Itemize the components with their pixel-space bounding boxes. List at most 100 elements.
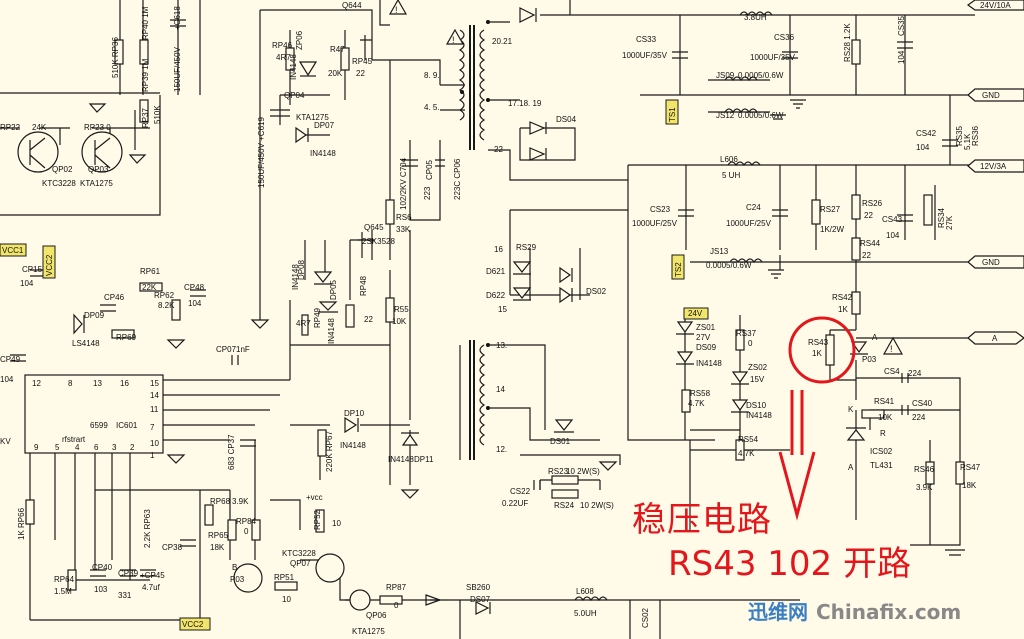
- label-bb: B: [232, 563, 237, 572]
- ic-pin-12: 12: [32, 379, 41, 388]
- label-rs35: RS35: [955, 125, 964, 146]
- label-104c: 104: [886, 231, 900, 240]
- label-10ka: 10K: [392, 317, 407, 326]
- label-rp36: 510K RP36: [111, 37, 120, 78]
- label-rs24: RS24: [554, 501, 575, 510]
- label-ds04: DS04: [556, 115, 577, 124]
- label-in4148a: IN4148: [289, 54, 298, 80]
- label-cs4: CS4: [884, 367, 900, 376]
- label-cf619: 150UF/450V +C619: [257, 117, 266, 188]
- label-103: 103: [94, 585, 108, 594]
- rail-labels: 24V/10A GND 12V/3A GND A: [966, 0, 1024, 345]
- label-n16: 16: [494, 245, 503, 254]
- label-in4148e: IN4148: [696, 359, 722, 368]
- label-qp02: QP02: [52, 165, 73, 174]
- label-15v: 15V: [750, 375, 765, 384]
- flag-ts1: TS1: [668, 107, 677, 122]
- label-22a: 22: [356, 69, 365, 78]
- label-rp49: RP49: [313, 307, 322, 328]
- watermark-cn: 迅维网: [748, 600, 808, 624]
- label-c24: C24: [746, 203, 761, 212]
- ic-pin-16: 16: [120, 379, 129, 388]
- label-ds01: DS01: [550, 437, 571, 446]
- label-p03: P03: [862, 355, 877, 364]
- label-rr: R: [880, 429, 886, 438]
- label-cs33: CS33: [636, 35, 657, 44]
- annotation-title: 稳压电路: [632, 500, 772, 540]
- label-r55: R55: [394, 305, 409, 314]
- rail-a-label: A: [992, 334, 998, 343]
- label-js13v: 0.0005/0.6W: [706, 261, 752, 270]
- label-rs34: RS34: [937, 207, 946, 228]
- rail-24v-label: 24V/10A: [980, 1, 1011, 10]
- label-rp65: RP65: [208, 531, 229, 540]
- ic-pin-5: 5: [55, 443, 60, 452]
- label-r47: R47: [330, 45, 345, 54]
- label-qp07: QP07: [290, 559, 311, 568]
- ic-pin-6: 6: [94, 443, 99, 452]
- label-cp49: CP49: [0, 355, 21, 364]
- label-20k: 20K: [328, 69, 343, 78]
- resistor-symbols: [25, 11, 965, 605]
- label-22ka: 22K: [142, 283, 157, 292]
- ic-pin-8: 8: [68, 379, 73, 388]
- transistor-symbols: [17, 35, 372, 611]
- label-cp05: CP05: [425, 159, 434, 180]
- label-pa: A: [872, 333, 878, 342]
- warning-symbols: ! ! !: [388, 0, 904, 355]
- label-kta1275b: KTA1275: [296, 113, 329, 122]
- label-rs54: RS54: [738, 435, 759, 444]
- label-cp48: CP48: [184, 283, 205, 292]
- label-dp05: DP05: [329, 279, 338, 300]
- ic601: 12 8 13 16 15 14 11 7 10 9 6 5 4 3 2 1 6…: [0, 374, 164, 460]
- label-c24v: 1000UF/25V: [726, 219, 772, 228]
- label-cp40: CP40: [92, 563, 113, 572]
- label-22d: 22: [862, 251, 871, 260]
- label-l608: L608: [576, 587, 594, 596]
- label-n15: 15: [498, 305, 507, 314]
- svg-text:!: !: [890, 344, 893, 354]
- label-104b: 104: [916, 143, 930, 152]
- label-dp10: DP10: [344, 409, 365, 418]
- capacitor-symbols: [10, 19, 958, 577]
- label-51k: 5.1K: [963, 133, 972, 150]
- label-cs36v: 1000UF/35V: [750, 53, 796, 62]
- label-kta1275c: KTA1275: [352, 627, 385, 636]
- ic-name: IC601: [116, 421, 138, 430]
- label-27k: 27K: [945, 215, 954, 230]
- label-5uh: 5 UH: [722, 171, 740, 180]
- label-n12: 12.: [496, 445, 507, 454]
- label-n2021: 20.21: [492, 37, 513, 46]
- ic-pin-15: 15: [150, 379, 159, 388]
- label-82k: 8.2K: [158, 301, 175, 310]
- label-js13: JS13: [710, 247, 729, 256]
- label-rp87: RP87: [386, 583, 407, 592]
- label-ktc3228b: KTC3228: [282, 549, 316, 558]
- label-18kb: 18K: [210, 543, 225, 552]
- label-l38: 3.8UH: [744, 13, 767, 22]
- label-rs37: RS37: [736, 329, 757, 338]
- label-510k: 510K: [153, 105, 162, 124]
- label-47uf: 4.7uf: [142, 583, 161, 592]
- label-1kb: 1K: [812, 349, 822, 358]
- label-rp61: RP61: [140, 267, 161, 276]
- label-cp37: 683 CP37: [227, 434, 236, 470]
- flag-ts2: TS2: [674, 262, 683, 277]
- label-rs6: RS6: [396, 213, 412, 222]
- label-022uf: 0.22UF: [502, 499, 528, 508]
- label-ls4148: LS4148: [72, 339, 100, 348]
- flags: VCC1 VCC2 VCC2 TS1 TS2 24V +vcc: [0, 99, 709, 631]
- label-n13: 13.: [496, 341, 507, 350]
- label-50uh: 5.0UH: [574, 609, 597, 618]
- label-rs27: RS27: [820, 205, 841, 214]
- label-cs42: CS42: [916, 129, 937, 138]
- label-1ka: 1K: [838, 305, 848, 314]
- label-22c: 22: [864, 211, 873, 220]
- label-l606: L606: [720, 155, 738, 164]
- label-rs47: RS47: [960, 463, 981, 472]
- svg-text:!: !: [395, 5, 398, 15]
- label-104d: 104: [20, 279, 34, 288]
- label-39k: 3.9K: [916, 483, 933, 492]
- label-0a: 0: [748, 339, 753, 348]
